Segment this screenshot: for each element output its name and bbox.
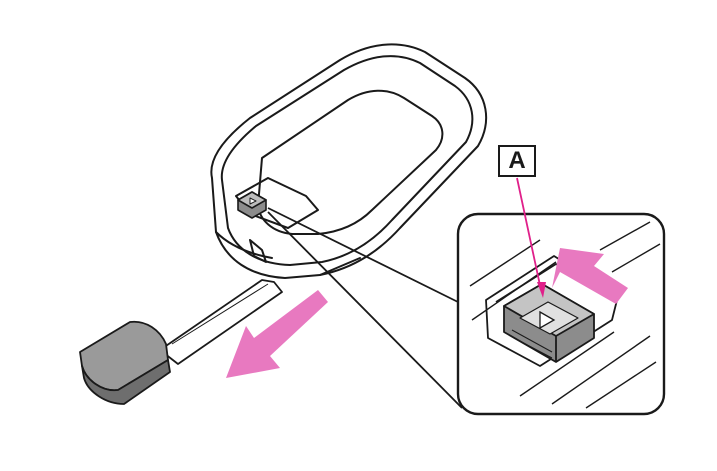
triangle-right-icon (539, 310, 556, 330)
fob-display-panel (257, 89, 444, 235)
callout-label-a: A (498, 145, 536, 177)
fob-key-slot (249, 239, 267, 263)
key-head-side (81, 359, 171, 405)
key-blade (159, 279, 283, 365)
pull-direction-arrow (226, 290, 328, 378)
fob-release-knob (237, 191, 267, 219)
fob-outer-shell (210, 43, 488, 279)
mechanical-key (79, 279, 283, 405)
fob-inner-rim (220, 55, 474, 266)
zoom-detail-box (456, 212, 666, 416)
zoom-leader-lines (267, 207, 463, 409)
smart-key-fob (210, 43, 488, 279)
push-direction-arrow (552, 248, 628, 304)
fob-edge-seam (215, 231, 273, 259)
callout-pointer (516, 177, 546, 298)
